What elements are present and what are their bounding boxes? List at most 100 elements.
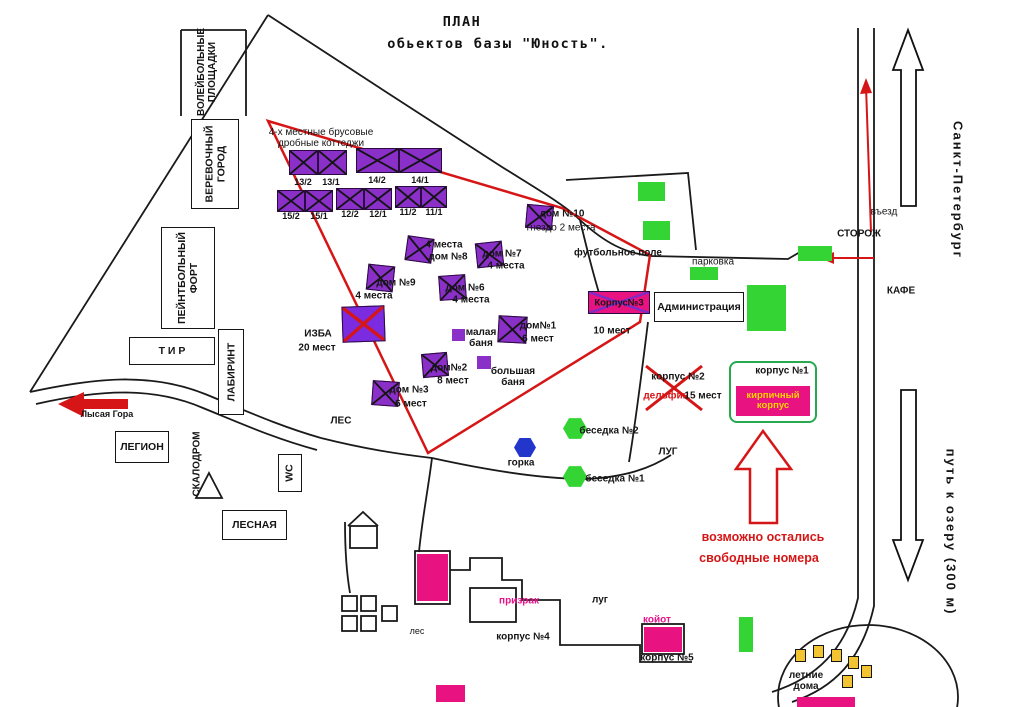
house-dom1	[497, 315, 528, 344]
label-unit-11-2: 11/2	[399, 206, 417, 217]
cross-mark	[357, 149, 398, 172]
house-dom3	[371, 380, 400, 407]
box-legion: ЛЕГИОН	[115, 431, 169, 463]
label-gazebo1: беседка №1	[585, 473, 645, 485]
korpus2-cross-mark	[645, 364, 703, 412]
cottage-11-2	[395, 186, 421, 208]
label-izba-seats: 20 мест	[298, 342, 336, 354]
label-dom8: дом №8	[428, 251, 468, 263]
cross-mark	[337, 189, 363, 209]
cottage-15-1	[305, 190, 333, 212]
korpus1-brick-label: кирпичный корпус	[746, 389, 800, 411]
cottage-15-2	[277, 190, 305, 212]
label-korpus5: корпус №5	[640, 652, 694, 664]
label-guard: СТОРОЖ	[837, 228, 881, 240]
cross-mark	[306, 191, 332, 211]
cross-mark	[589, 292, 649, 313]
lysaya-gora-arrow	[58, 392, 128, 417]
label-cafe: КАФЕ	[886, 285, 916, 297]
box-wc-label: WC	[283, 464, 296, 482]
cottage-14-1	[399, 148, 442, 173]
label-small-banya: малая баня	[465, 326, 497, 349]
box-wc: WC	[278, 454, 302, 492]
label-big-banya: большая баня	[490, 365, 536, 388]
label-dom2: дом№2	[430, 362, 468, 374]
cafe-building	[747, 285, 786, 331]
korpus1-brick-building: кирпичный корпус	[736, 386, 810, 416]
cross-mark	[422, 187, 446, 207]
label-summer-houses: летние дома	[788, 669, 824, 692]
box-paintball-fort: ПЕЙНТБОЛЬНЫЙ ФОРТ	[161, 227, 215, 329]
label-forest-small: лес	[409, 625, 425, 636]
label-korpus3-seats: 10 мест	[593, 325, 631, 337]
label-lysaya-gora: Лысая Гора	[80, 408, 134, 419]
roads	[29, 14, 959, 707]
cross-mark	[405, 236, 434, 263]
label-dom6: дом №6	[445, 282, 485, 294]
cottage-11-1	[421, 186, 447, 208]
cottage-12-1	[364, 188, 392, 210]
cross-mark	[366, 264, 395, 292]
label-saint-petersburg: Санкт-Петербург	[950, 120, 966, 260]
arrow-up-spb	[891, 27, 925, 207]
label-prizrak: призрак	[499, 595, 539, 607]
box-tir: Т И Р	[129, 337, 215, 365]
cottage-12-2	[336, 188, 364, 210]
label-free-rooms-1: возможно остались	[701, 530, 825, 544]
free-rooms-arrow	[733, 428, 794, 525]
box-rope-town-label: ВЕРЕВОЧНЫЙ ГОРОД	[202, 125, 227, 203]
house-dom6	[438, 274, 467, 301]
label-dom10: дом №10	[539, 208, 585, 220]
small-bathhouse-1	[452, 329, 465, 341]
label-delfin-seats: 15 мест	[684, 390, 722, 402]
house-dom9	[365, 263, 396, 293]
label-unit-15-2: 15/2	[282, 210, 300, 221]
cottage-13-2	[289, 150, 318, 175]
house-izba	[341, 305, 386, 343]
label-cottages-note: 4-х местные брусовые дробные коттеджи	[268, 126, 374, 149]
label-dom3: дом №3	[389, 384, 429, 396]
box-rope-town: ВЕРЕВОЧНЫЙ ГОРОД	[191, 119, 239, 209]
arrow-down-lake	[891, 389, 925, 583]
house-dom2	[421, 351, 449, 379]
cross-mark	[400, 149, 441, 172]
label-unit-14-1: 14/1	[411, 174, 429, 185]
cross-mark	[372, 381, 399, 406]
building-korpus3: Корпус№3	[588, 291, 650, 314]
box-administration: Администрация	[654, 292, 744, 322]
label-dom1: дом№1	[519, 320, 557, 332]
cottage-14-2	[356, 148, 399, 173]
label-volleyball: ВОЛЕЙБОЛЬНЫЕ ПЛОЩАДКИ	[195, 28, 218, 116]
box-labirint: ЛАБИРИНТ	[218, 329, 244, 415]
label-unit-14-2: 14/2	[368, 174, 386, 185]
cross-mark	[475, 241, 504, 268]
parking-building	[690, 267, 718, 280]
label-dom3-seats: 6 мест	[395, 398, 427, 410]
label-unit-13-2: 13/2	[294, 176, 312, 187]
label-dom7: дом №7	[482, 248, 522, 260]
football-building-2	[643, 221, 670, 240]
cross-mark	[342, 306, 385, 342]
label-korpus4: корпус №4	[496, 631, 550, 643]
cross-mark	[396, 187, 420, 207]
label-skalodrom: СКАЛОДРОМ	[191, 431, 203, 497]
label-entrance: въезд	[870, 206, 898, 218]
label-korpus1: корпус №1	[755, 365, 809, 377]
gazebo1-hex	[563, 466, 587, 487]
box-tir-label: Т И Р	[158, 344, 186, 357]
red-region-outline	[265, 119, 652, 455]
cross-mark	[498, 316, 527, 343]
label-parking: парковка	[691, 256, 735, 268]
summer-house-6	[842, 675, 853, 688]
box-lesnaya-label: ЛЕСНАЯ	[232, 518, 277, 531]
gorka-hex	[514, 438, 536, 457]
building-korpus3-label: Корпус№3	[594, 297, 644, 308]
cross-mark	[439, 275, 466, 300]
house-dom7	[474, 240, 505, 269]
label-gorka: горка	[507, 457, 535, 469]
label-forest-big: ЛЕС	[330, 415, 352, 427]
label-dom10-seats: гнездо 2 места	[526, 222, 596, 234]
cross-mark	[526, 204, 553, 230]
label-unit-12-1: 12/1	[369, 208, 387, 219]
